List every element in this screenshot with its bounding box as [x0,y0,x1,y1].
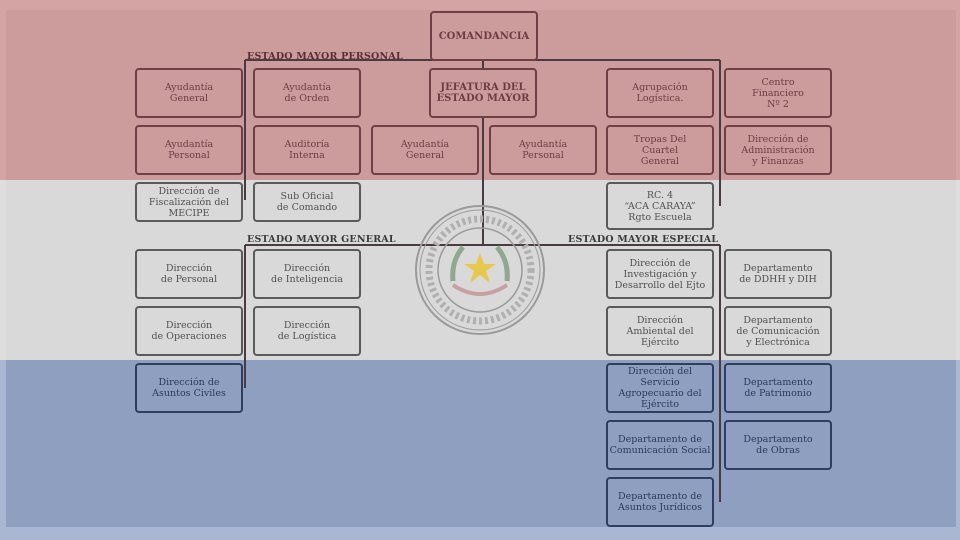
jefatura-estado-mayor-box: JEFATURA DEL ESTADO MAYOR [429,68,537,118]
ayudantia-personal-box: Ayudantía Personal [135,125,243,175]
departamento-obras-box: Departamento de Obras [724,420,832,470]
jefatura-ayudantia-personal-box: Ayudantía Personal [489,125,597,175]
direccion-logistica-box: Dirección de Logística [253,306,361,356]
sub-oficial-comando-box: Sub Oficial de Comando [253,182,361,222]
section-estado-mayor-general: ESTADO MAYOR GENERAL [247,234,396,245]
panel-blue [6,360,956,527]
ayudantia-general-box: Ayudantía General [135,68,243,118]
direccion-personal-box: Dirección de Personal [135,249,243,299]
direccion-asuntos-civiles-box: Dirección de Asuntos Civiles [135,363,243,413]
tropas-cuartel-general-box: Tropas Del Cuartel General [606,125,714,175]
agrupacion-logistica-box: Agrupación Logística. [606,68,714,118]
panel-red [6,10,956,180]
departamento-asuntos-juridicos-box: Departamento de Asuntos Jurídicos [606,477,714,527]
section-estado-mayor-personal: ESTADO MAYOR PERSONAL [247,51,403,62]
departamento-comunicacion-social-box: Departamento de Comunicación Social [606,420,714,470]
direccion-investigacion-box: Dirección de Investigación y Desarrollo … [606,249,714,299]
seal-icon [415,205,545,335]
direccion-operaciones-box: Dirección de Operaciones [135,306,243,356]
jefatura-ayudantia-general-box: Ayudantía General [371,125,479,175]
direccion-fiscalizacion-box: Dirección de Fiscalización del MECIPE [135,182,243,222]
direccion-ambiental-box: Dirección Ambiental del Ejército [606,306,714,356]
direccion-inteligencia-box: Dirección de Inteligencia [253,249,361,299]
rc4-aca-caraya-box: RC. 4 “ACA CARAYA” Rgto Escuela [606,182,714,230]
auditoria-interna-box: Auditoría Interna [253,125,361,175]
direccion-administracion-box: Dirección de Administración y Finanzas [724,125,832,175]
section-estado-mayor-especial: ESTADO MAYOR ESPECIAL [568,234,719,245]
direccion-servicio-agropecuario-box: Dirección del Servicio Agropecuario del … [606,363,714,413]
ayudantia-orden-box: Ayudantía de Orden [253,68,361,118]
departamento-patrimonio-box: Departamento de Patrimonio [724,363,832,413]
departamento-ddhh-box: Departamento de DDHH y DIH [724,249,832,299]
comandancia-box: COMANDANCIA [430,11,538,61]
departamento-comunicacion-electronica-box: Departamento de Comunicación y Electróni… [724,306,832,356]
centro-financiero-box: Centro Financiero Nº 2 [724,68,832,118]
